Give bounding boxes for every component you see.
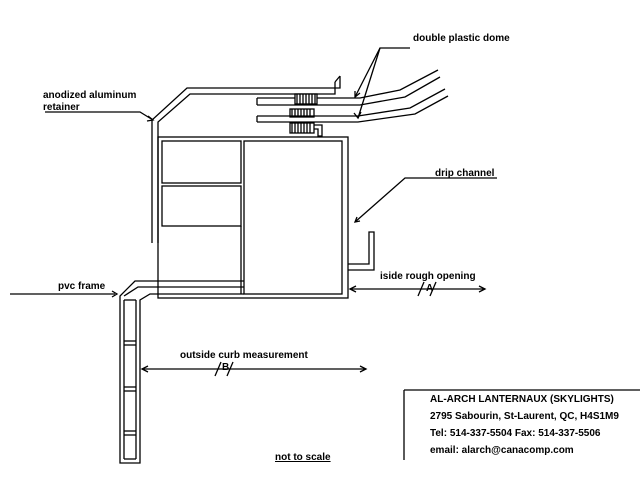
dimension-a xyxy=(348,281,487,297)
leader-lines xyxy=(10,47,497,298)
label-dimension-a: A xyxy=(426,283,434,294)
company-email: email: alarch@canacomp.com xyxy=(430,445,574,456)
company-phone-fax: Tel: 514-337-5504 Fax: 514-337-5506 xyxy=(430,428,601,439)
clip xyxy=(314,124,323,137)
company-info: AL-ARCH LANTERNAUX (SKYLIGHTS) 2795 Sabo… xyxy=(430,391,619,459)
label-not-to-scale: not to scale xyxy=(275,452,331,463)
label-dimension-b: B xyxy=(222,362,230,373)
label-double-plastic-dome: double plastic dome xyxy=(413,33,510,44)
drip-channel-profile xyxy=(348,231,375,271)
dome-sheets xyxy=(256,69,449,123)
title-block xyxy=(403,389,640,460)
pvc-frame-profile xyxy=(119,280,244,464)
label-outside-curb-measurement: outside curb measurement xyxy=(180,350,308,361)
label-anodized-retainer-line2: retainer xyxy=(43,102,80,113)
gaskets xyxy=(289,93,318,134)
label-anodized-retainer-line1: anodized aluminum xyxy=(43,90,137,101)
dimension-b xyxy=(140,361,368,377)
label-drip-channel: drip channel xyxy=(435,168,495,179)
frame-body xyxy=(157,136,349,299)
label-inside-rough-opening: iside rough opening xyxy=(380,271,476,282)
label-pvc-frame: pvc frame xyxy=(58,281,106,292)
company-address: 2795 Sabourin, St-Laurent, QC, H4S1M9 xyxy=(430,411,619,422)
company-name: AL-ARCH LANTERNAUX (SKYLIGHTS) xyxy=(430,394,614,405)
label-anodized-retainer: anodized aluminum retainer xyxy=(43,90,136,114)
